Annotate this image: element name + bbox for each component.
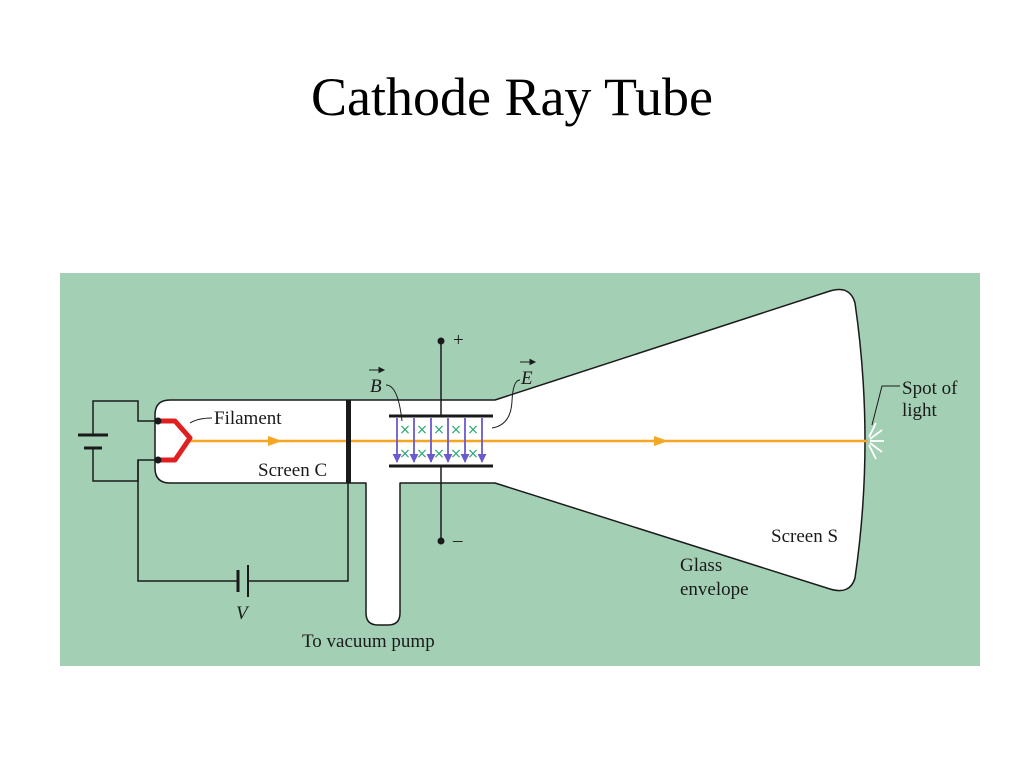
b-field-cross: × (467, 422, 479, 438)
screen-c-plate (346, 400, 351, 483)
b-leader (385, 384, 403, 422)
e-field-arrows (392, 418, 487, 463)
glass-envelope (154, 288, 866, 626)
filament-battery (78, 433, 108, 450)
spot-of-light-rays (868, 422, 884, 460)
b-field-cross: × (433, 422, 445, 438)
screen-c-label: Screen C (258, 460, 327, 481)
glass-envelope-label-line1: Glass (680, 555, 722, 576)
b-field-crosses: × × × × × × × × × × (399, 422, 479, 462)
junction-dot (154, 417, 162, 425)
b-field-cross: × (416, 446, 428, 462)
b-field-cross: × (416, 422, 428, 438)
positive-terminal (437, 337, 445, 345)
b-field-cross: × (450, 446, 462, 462)
filament-leader (189, 417, 213, 424)
leader-lines (189, 379, 900, 429)
vector-arrows (369, 358, 537, 374)
e-field-label: E (520, 368, 533, 389)
negative-terminal (437, 537, 445, 545)
filament-label: Filament (214, 408, 282, 429)
voltage-label: V (236, 603, 250, 624)
minus-label: – (452, 530, 463, 551)
slide-title: Cathode Ray Tube (310, 67, 714, 127)
spot-of-light-label-line2: light (902, 400, 938, 421)
junction-dot (154, 456, 162, 464)
spot-leader (871, 385, 900, 426)
plus-label: + (453, 330, 464, 351)
to-vacuum-pump-label: To vacuum pump (302, 631, 435, 652)
filament (158, 418, 193, 463)
b-field-label: B (370, 376, 382, 397)
b-field-cross: × (399, 422, 411, 438)
glass-envelope-label-line2: envelope (680, 579, 749, 600)
b-field-cross: × (467, 446, 479, 462)
cathode-ray-tube-diagram: × × × × × × × × × × Filament Screen C (60, 273, 980, 666)
e-leader (491, 379, 521, 429)
b-field-cross: × (399, 446, 411, 462)
beam-arrow-1 (268, 436, 282, 446)
beam-arrow-2 (654, 436, 668, 446)
screen-s-label: Screen S (771, 526, 838, 547)
spot-of-light-label-line1: Spot of (902, 378, 958, 399)
voltage-battery (236, 565, 249, 597)
b-field-cross: × (450, 422, 462, 438)
b-field-cross: × (433, 446, 445, 462)
